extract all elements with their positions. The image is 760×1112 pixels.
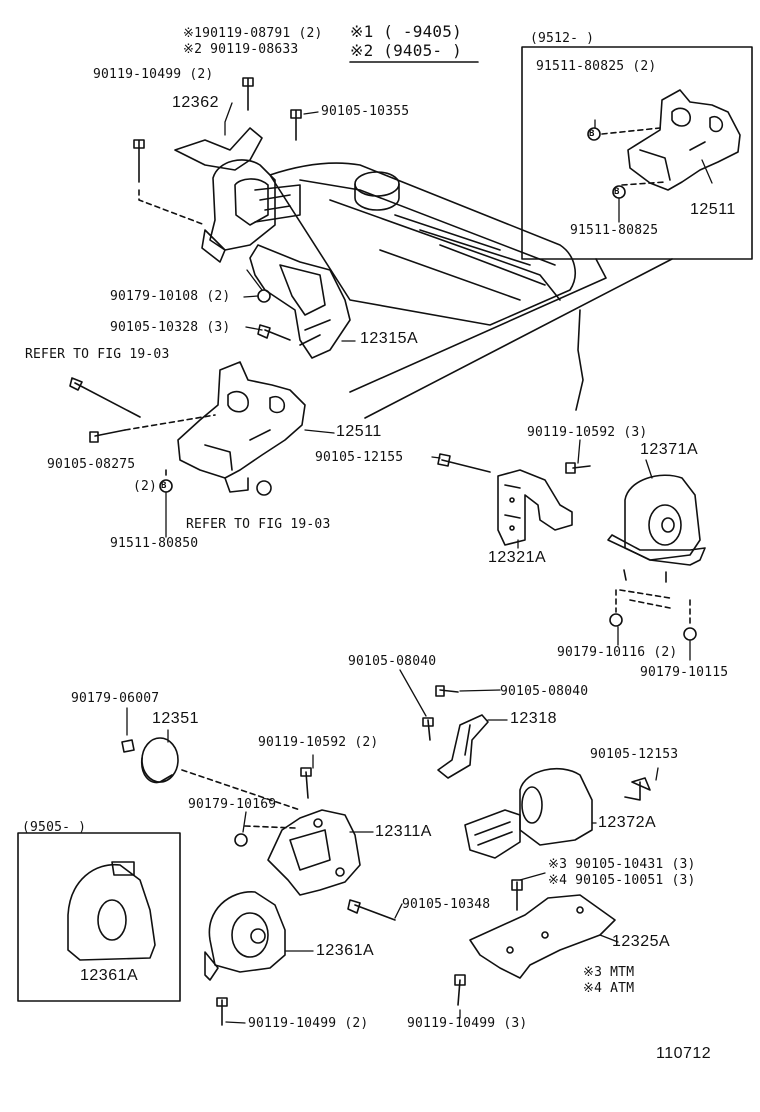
label-90105-12153: 90105-12153 [590, 747, 679, 762]
part-12351-damper [121, 737, 179, 784]
b-marker-icon: B [161, 481, 167, 491]
label-part-12371A: 12371A [640, 441, 699, 458]
part-12321A-bracket [497, 469, 573, 546]
legend-note-1: ※1 ( -9405) [350, 22, 462, 41]
label-90119-10499-2-top: 90119-10499 (2) [93, 67, 214, 82]
legend-note-2: ※2 (9405- ) [350, 41, 462, 60]
b-marker-icon: B [614, 187, 620, 197]
nut-90179-10108 [257, 289, 271, 303]
collar-refer-fig [256, 480, 272, 496]
label-90105-10051: ※4 90105-10051 (3) [548, 873, 696, 888]
label-90179-06007: 90179-06007 [71, 691, 160, 706]
label-part-12511: 12511 [336, 423, 382, 440]
inset-left-date-range: (9505- ) [22, 820, 87, 835]
figure-number: 110712 [656, 1045, 712, 1062]
label-90105-10355: 90105-10355 [321, 104, 410, 119]
leader-lines [126, 102, 713, 1024]
part-12318-bracket [437, 714, 489, 779]
part-12362-mount [174, 127, 301, 263]
bolt-90105-12155 [437, 453, 491, 473]
inset-frame-left [17, 832, 181, 1002]
bolt-90119-10499-bot [216, 997, 228, 1026]
label-part-12351: 12351 [152, 710, 199, 727]
bolt-90105-10328 [257, 324, 291, 341]
label-90105-08275: 90105-08275 [47, 457, 136, 472]
note-atm: ※4 ATM [583, 981, 635, 996]
label-part-12361A-inset: 12361A [80, 967, 139, 984]
label-91511-80825: 91511-80825 [570, 223, 659, 238]
note-mtm: ※3 MTM [583, 965, 635, 980]
label-91511-80850: 91511-80850 [110, 536, 199, 551]
part-12511-bracket [177, 361, 306, 493]
label-90105-10328: 90105-10328 (3) [110, 320, 231, 335]
part-12361A-inset-mount [67, 861, 156, 961]
nut-90179-10169 [234, 833, 248, 847]
nut-90179-10115 [683, 627, 697, 641]
bolt-90105-08040-b [435, 685, 459, 697]
label-90119-10592-3: 90119-10592 (3) [527, 425, 648, 440]
label-90179-10169: 90179-10169 [188, 797, 277, 812]
bolt-90105-12153 [624, 777, 651, 801]
bolt-90105-10348 [347, 899, 396, 921]
label-part-12325A: 12325A [612, 933, 671, 950]
label-90105-10348: 90105-10348 [402, 897, 491, 912]
label-90179-10115: 90179-10115 [640, 665, 729, 680]
label-90105-08040-b: 90105-08040 [500, 684, 589, 699]
label-part-12311A: 12311A [375, 823, 432, 840]
part-12325A-bracket [469, 894, 616, 979]
engine-body [269, 162, 584, 411]
nut-90179-10116 [609, 613, 623, 627]
note-1-part-number: ※190119-08791 (2) [183, 26, 323, 41]
label-90119-10592-2: 90119-10592 (2) [258, 735, 379, 750]
inset-pointer-line-b [364, 258, 673, 419]
bolt-90105-10355 [290, 109, 302, 141]
b-marker-icon: B [589, 129, 595, 139]
label-part-12361A: 12361A [316, 942, 375, 959]
nut-91511-80825-2 [587, 127, 601, 141]
bolt-90105-08275 [89, 429, 126, 443]
label-part-12315A: 12315A [360, 330, 419, 347]
part-12371A-mount [607, 474, 706, 609]
bolts [69, 77, 651, 1026]
label-90119-10499-3: 90119-10499 (3) [407, 1016, 528, 1031]
label-90179-10108: 90179-10108 (2) [110, 289, 231, 304]
inset-pointer-line-a [349, 258, 607, 393]
assembly-lines [124, 127, 691, 829]
label-part-12321A: 12321A [488, 549, 547, 566]
refer-fig-note-1: REFER TO FIG 19-03 [25, 347, 170, 362]
refer-fig-note-2: REFER TO FIG 19-03 [186, 517, 331, 532]
bolt-90119-10499-top [133, 139, 145, 183]
label-90105-08040-a: 90105-08040 [348, 654, 437, 669]
part-12361A-mount [204, 891, 286, 981]
bolt-90119-10592-2 [300, 767, 312, 799]
inset-frame-right [521, 46, 753, 260]
label-part-12372A: 12372A [598, 814, 657, 831]
label-91511-80825-2: 91511-80825 (2) [536, 59, 657, 74]
part-12372A-mount [464, 767, 593, 859]
label-qty-2: (2) [133, 479, 158, 494]
note-2-part-number: ※2 90119-08633 [183, 42, 299, 57]
label-90105-10431: ※3 90105-10431 (3) [548, 857, 696, 872]
part-12511-inset-bracket [627, 89, 741, 191]
bolt-90105-10431 [511, 879, 523, 911]
label-part-12318: 12318 [510, 710, 557, 727]
label-part-12362: 12362 [172, 94, 219, 111]
label-90105-12155: 90105-12155 [315, 450, 404, 465]
bolt-90119-10592-3 [565, 462, 591, 474]
part-12311A-bracket [267, 809, 361, 896]
label-part-12511-inset: 12511 [690, 201, 736, 218]
inset-right-date-range: (9512- ) [530, 31, 595, 46]
bolt-90105-08040-a [422, 717, 434, 741]
bolt-refer-fig [69, 377, 141, 418]
label-90179-10116: 90179-10116 (2) [557, 645, 678, 660]
bolt-90119-08791 [242, 77, 254, 111]
label-90119-10499-2-bottom: 90119-10499 (2) [248, 1016, 369, 1031]
bolt-90119-10499-3 [454, 974, 466, 1006]
